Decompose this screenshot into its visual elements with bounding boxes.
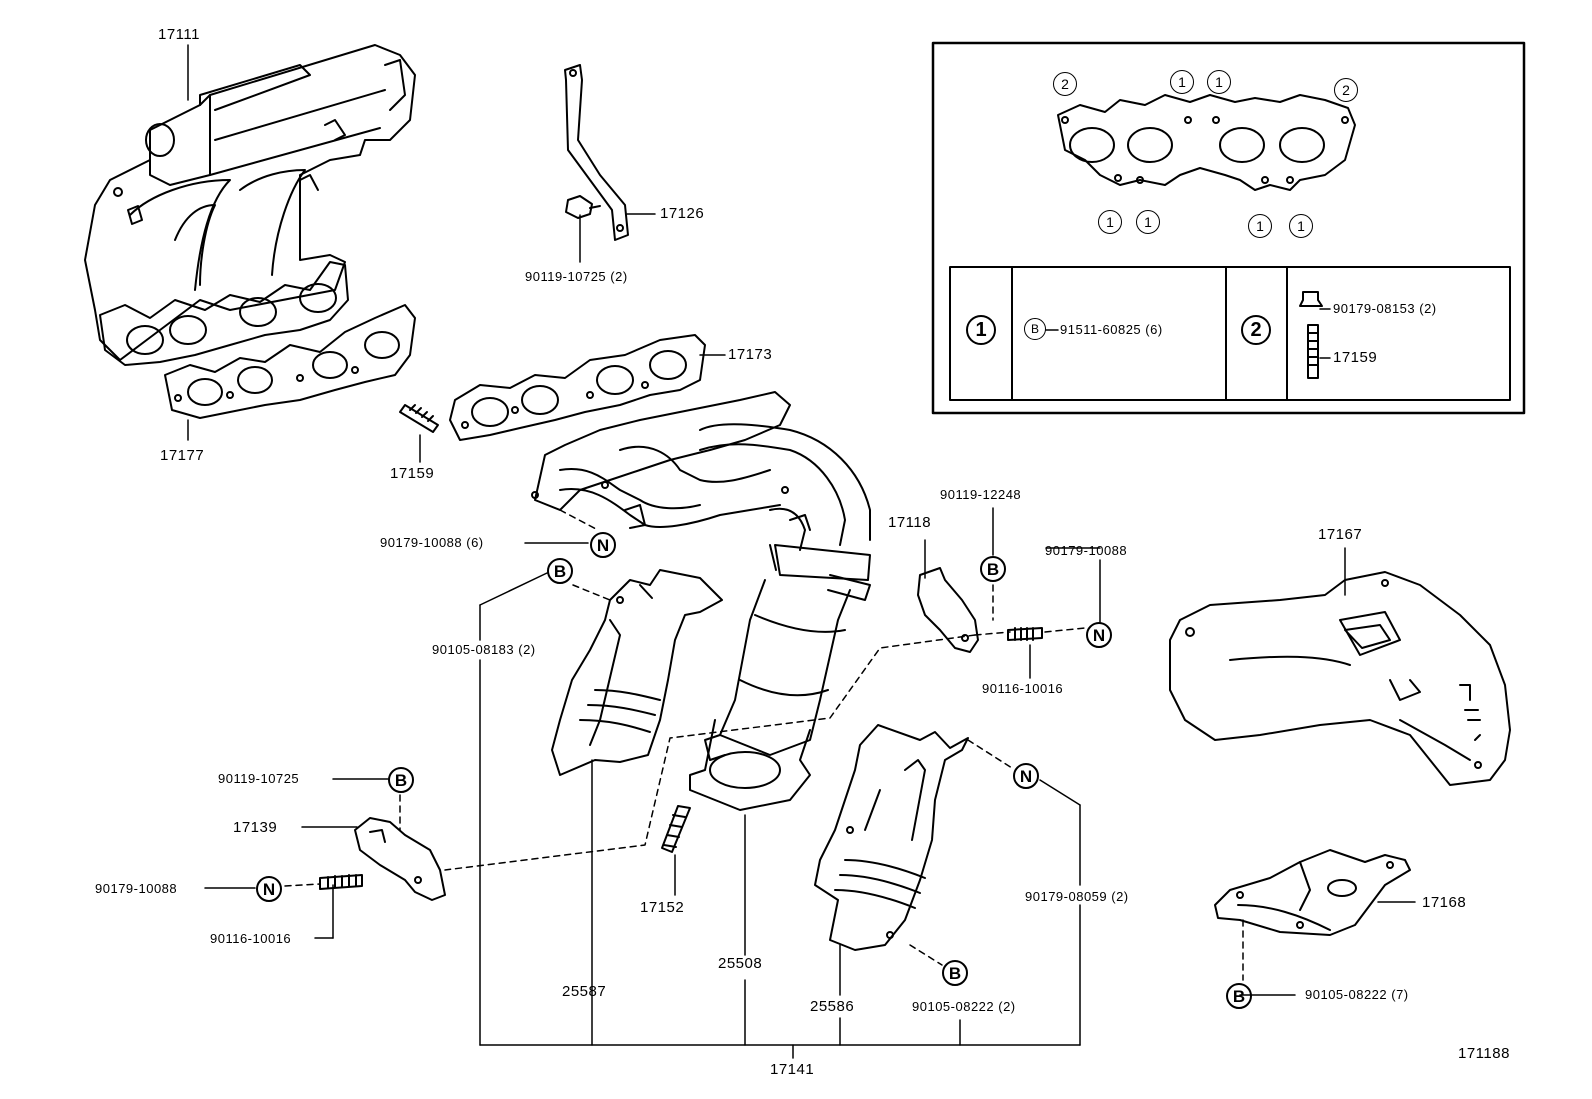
label-17111: 17111 [158,26,200,43]
label-90179-10088-6: 90179-10088 (6) [380,535,484,550]
inset-marker-1-top-a: 1 [1170,70,1194,94]
label-17126: 17126 [660,205,705,222]
label-25508: 25508 [718,955,763,972]
intake-gasket-drawing [164,304,416,419]
heat-insulator-25586-drawing [814,724,969,951]
bracket-17118-drawing [917,567,979,653]
label-90116-10016-right: 90116-10016 [982,681,1064,696]
marker-n-left: N [256,876,282,902]
inset-marker-1-bot-d: 1 [1289,214,1313,238]
intake-manifold-drawing [84,44,416,366]
inset-part-91511-60825: 91511-60825 (6) [1060,322,1163,337]
label-90105-08183-2: 90105-08183 (2) [432,642,536,657]
bracket-17139-drawing [354,817,446,901]
inset-table-marker-2: 2 [1241,315,1271,345]
inset-marker-2-right: 2 [1334,78,1358,102]
stud-drawing [399,404,439,433]
label-90179-10088-left: 90179-10088 [95,881,178,896]
label-25587: 25587 [562,983,607,1000]
label-17159: 17159 [390,465,435,482]
label-90119-12248: 90119-12248 [940,487,1022,502]
exhaust-gasket-drawing [449,334,706,441]
label-17141: 17141 [770,1061,815,1078]
label-90105-08222-7: 90105-08222 (7) [1305,987,1409,1002]
label-17167: 17167 [1318,526,1363,543]
inset-bolt-marker-b: B [1024,318,1046,340]
figure-number: 171188 [1458,1045,1510,1062]
inset-part-90179-08153: 90179-08153 (2) [1333,301,1437,316]
label-90179-08059-2: 90179-08059 (2) [1025,889,1129,904]
leader-lines [187,44,1416,1059]
label-17177: 17177 [160,447,205,464]
marker-n-exhaust: N [590,532,616,558]
marker-b-bracket-17118: B [980,556,1006,582]
marker-b-insulator-25586: B [942,960,968,986]
inset-marker-1-bot-c: 1 [1248,214,1272,238]
inset-part-17159: 17159 [1333,349,1378,366]
label-17173: 17173 [728,346,773,363]
label-90116-10016-left: 90116-10016 [210,931,292,946]
inset-gasket-box [931,41,1526,415]
inset-marker-2-left: 2 [1053,72,1077,96]
marker-b-insulator-17168: B [1226,983,1252,1009]
label-90105-08222-2: 90105-08222 (2) [912,999,1016,1014]
inset-marker-1-top-b: 1 [1207,70,1231,94]
label-25586: 25586 [810,998,855,1015]
heat-insulator-17168-drawing [1214,849,1411,936]
label-17118: 17118 [888,514,932,531]
marker-b-insulator: B [547,558,573,584]
dashed-lines [284,509,1244,981]
marker-n-insulator-25586: N [1013,763,1039,789]
label-17168: 17168 [1422,894,1467,911]
heat-insulator-25587-drawing [551,569,723,776]
inset-marker-1-bot-a: 1 [1098,210,1122,234]
exhaust-manifold-drawing [531,391,871,811]
heat-insulator-17167-drawing [1169,571,1511,786]
label-90119-10725-2: 90119-10725 (2) [525,269,628,284]
marker-n-right: N [1086,622,1112,648]
stay-drawing [564,64,629,241]
label-90119-10725: 90119-10725 [218,771,300,786]
stud-17152-drawing [661,805,691,853]
stud-right-drawing [1007,627,1043,641]
label-17152: 17152 [640,899,685,916]
label-17139: 17139 [233,819,278,836]
label-90179-10088-right: 90179-10088 [1045,543,1128,558]
stud-left-drawing [319,874,363,890]
marker-b-bracket-17139: B [388,767,414,793]
inset-table-marker-1: 1 [966,315,996,345]
inset-marker-1-bot-b: 1 [1136,210,1160,234]
